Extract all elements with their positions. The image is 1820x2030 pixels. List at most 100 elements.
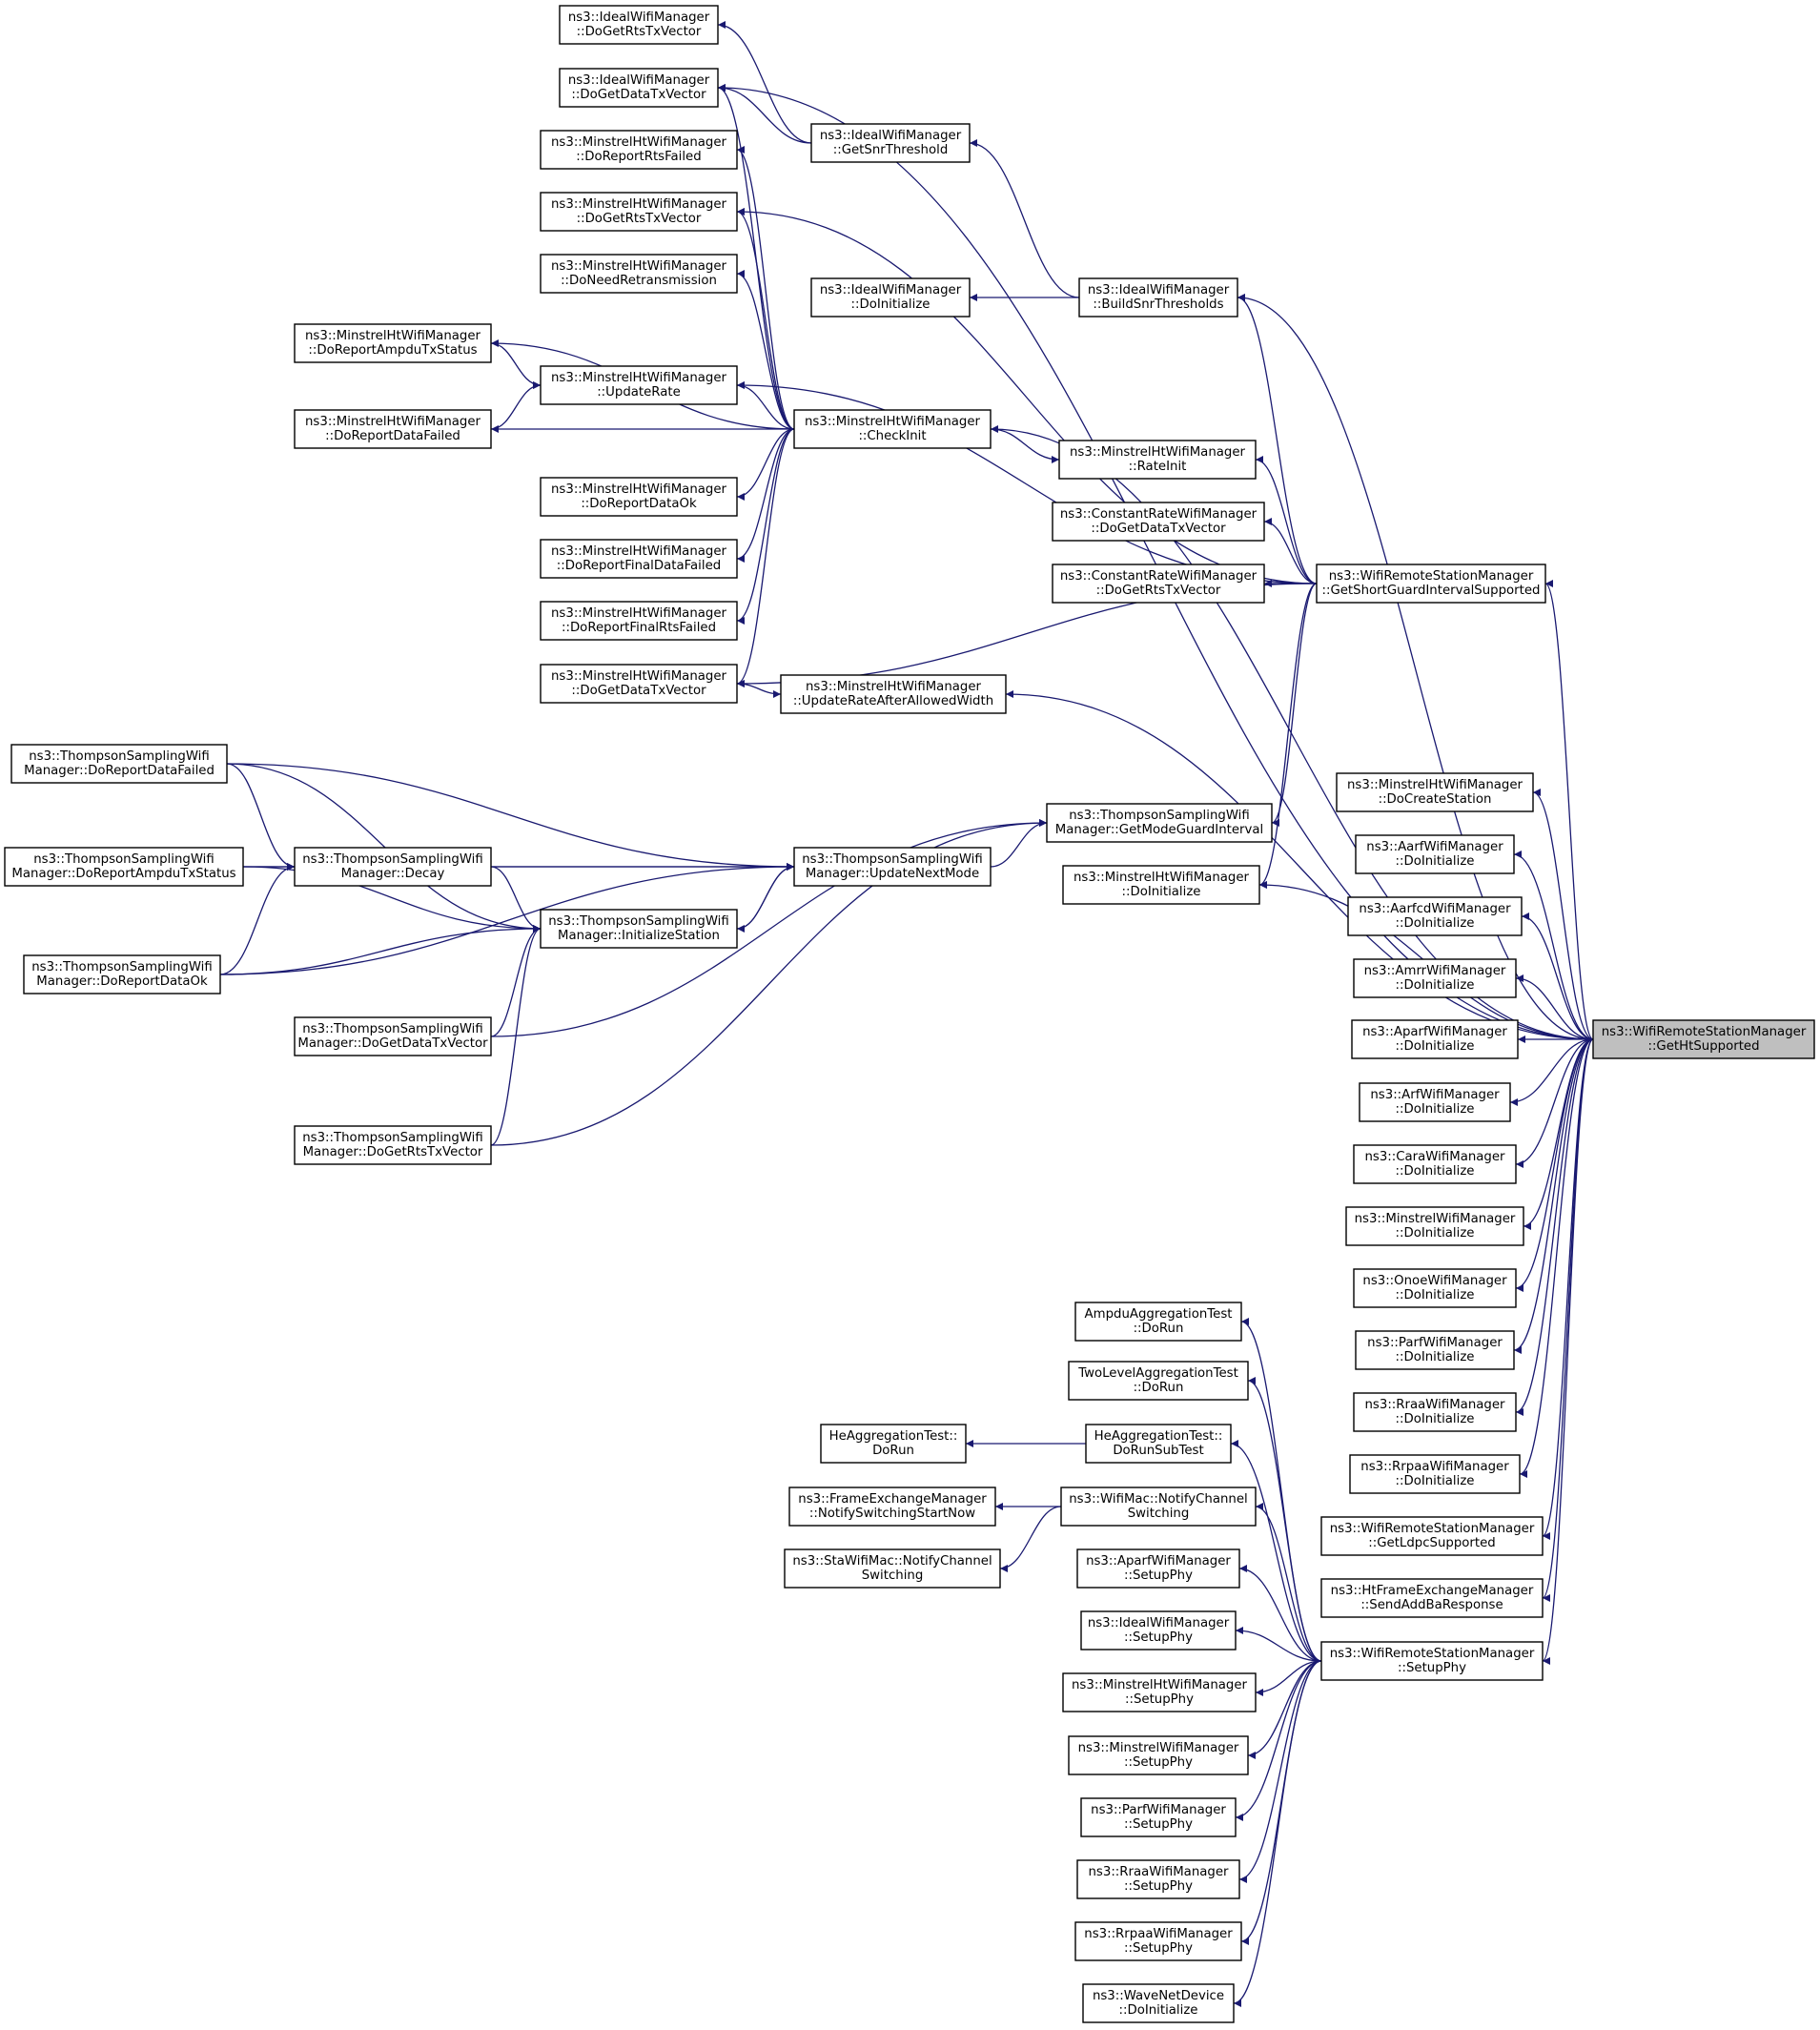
node-ideal-build[interactable]: ns3::IdealWifiManager::BuildSnrThreshold… [1078, 277, 1238, 318]
node-sgi[interactable]: ns3::WifiRemoteStationManager::GetShortG… [1316, 564, 1546, 604]
node-aparf-setup[interactable]: ns3::AparfWifiManager::SetupPhy [1076, 1548, 1240, 1589]
node-ts-guard[interactable]: ns3::ThompsonSamplingWifiManager::GetMod… [1046, 803, 1273, 843]
node-label-line: ::DoCreateStation [1379, 792, 1492, 807]
node-ideal-snr[interactable]: ns3::IdealWifiManager::GetSnrThreshold [810, 123, 971, 163]
node-he-subtest[interactable]: HeAggregationTest::DoRunSubTest [1085, 1424, 1232, 1464]
node-parf-setup[interactable]: ns3::ParfWifiManager::SetupPhy [1080, 1797, 1237, 1837]
node-mht-check[interactable]: ns3::MinstrelHtWifiManager::CheckInit [793, 409, 992, 449]
node-root[interactable]: ns3::WifiRemoteStationManager::GetHtSupp… [1592, 1019, 1815, 1059]
node-box [540, 539, 738, 579]
node-label-line: HeAggregationTest:: [1094, 1429, 1223, 1444]
node-minstrel-init[interactable]: ns3::MinstrelWifiManager::DoInitialize [1345, 1206, 1524, 1246]
node-ldpc[interactable]: ns3::WifiRemoteStationManager::GetLdpcSu… [1320, 1516, 1544, 1556]
node-ideal-data[interactable]: ns3::IdealWifiManager::DoGetDataTxVector [559, 68, 719, 108]
node-mht-data-failed[interactable]: ns3::MinstrelHtWifiManager::DoReportData… [294, 409, 492, 449]
node-label-line: ::DoGetDataTxVector [571, 88, 706, 102]
node-mht-data-tx[interactable]: ns3::MinstrelHtWifiManager::DoGetDataTxV… [540, 664, 738, 704]
node-amrr-init[interactable]: ns3::AmrrWifiManager::DoInitialize [1353, 958, 1517, 998]
node-aarf-init[interactable]: ns3::AarfWifiManager::DoInitialize [1355, 834, 1515, 874]
node-mht-setup[interactable]: ns3::MinstrelHtWifiManager::SetupPhy [1062, 1672, 1257, 1712]
node-box [780, 674, 1007, 714]
node-aparf-init[interactable]: ns3::AparfWifiManager::DoInitialize [1351, 1019, 1519, 1059]
node-arf-init[interactable]: ns3::ArfWifiManager::DoInitialize [1359, 1082, 1511, 1122]
node-wave-init[interactable]: ns3::WaveNetDevice::DoInitialize [1082, 1983, 1235, 2023]
node-const-rts[interactable]: ns3::ConstantRateWifiManager::DoGetRtsTx… [1052, 564, 1265, 604]
node-aarfcd-init[interactable]: ns3::AarfcdWifiManager::DoInitialize [1347, 896, 1523, 936]
node-label-line: ::DoInitialize [1119, 2003, 1198, 2018]
edge-ts-initst-to-ts-rts-tx [490, 925, 542, 1146]
edge-parf-init-to-root [1513, 1038, 1594, 1354]
node-mht-final-rts[interactable]: ns3::MinstrelHtWifiManager::DoReportFina… [540, 601, 738, 641]
node-mht-create[interactable]: ns3::MinstrelHtWifiManager::DoCreateStat… [1336, 772, 1534, 812]
node-box [540, 664, 738, 704]
node-box [1076, 1859, 1240, 1899]
edge-line [226, 763, 296, 871]
node-box [540, 130, 738, 170]
node-mht-final-data[interactable]: ns3::MinstrelHtWifiManager::DoReportFina… [540, 539, 738, 579]
node-box [1336, 772, 1534, 812]
node-label-line: Manager::GetModeGuardInterval [1055, 823, 1263, 837]
node-ts-initst[interactable]: ns3::ThompsonSamplingWifiManager::Initia… [540, 909, 738, 949]
node-mht-data-ok[interactable]: ns3::MinstrelHtWifiManager::DoReportData… [540, 477, 738, 517]
node-label-line: ns3::MinstrelHtWifiManager [551, 371, 727, 385]
edge-ts-initst-to-ts-decay [490, 866, 542, 933]
node-box [559, 68, 719, 108]
node-minstrel-setup[interactable]: ns3::MinstrelWifiManager::SetupPhy [1068, 1735, 1249, 1775]
node-ts-data-tx[interactable]: ns3::ThompsonSamplingWifiManager::DoGetD… [294, 1016, 492, 1056]
edge-line [490, 925, 542, 1146]
node-ts-rts-tx[interactable]: ns3::ThompsonSamplingWifiManager::DoGetR… [294, 1125, 492, 1165]
node-addba[interactable]: ns3::HtFrameExchangeManager::SendAddBaRe… [1320, 1578, 1544, 1618]
edge-line [1247, 1660, 1322, 1759]
node-label-line: Manager::DoReportDataFailed [24, 764, 215, 778]
node-box [559, 5, 719, 45]
node-rraa-setup[interactable]: ns3::RraaWifiManager::SetupPhy [1076, 1859, 1240, 1899]
edge-line [1532, 789, 1594, 1040]
node-cara-init[interactable]: ns3::CaraWifiManager::DoInitialize [1353, 1144, 1517, 1184]
edge-ts-update-to-ts-data-ok [219, 863, 795, 975]
node-ideal-init[interactable]: ns3::IdealWifiManager::DoInitialize [810, 277, 971, 318]
node-ts-data-failed[interactable]: ns3::ThompsonSamplingWifiManager::DoRepo… [10, 744, 228, 784]
node-parf-init[interactable]: ns3::ParfWifiManager::DoInitialize [1355, 1330, 1515, 1370]
node-ideal-rts[interactable]: ns3::IdealWifiManager::DoGetRtsTxVector [559, 5, 719, 45]
node-label-line: ::RateInit [1129, 460, 1187, 474]
edge-ts-guard-to-ts-data-tx [490, 819, 1048, 1037]
node-box [540, 365, 738, 405]
node-rraa-init[interactable]: ns3::RraaWifiManager::DoInitialize [1353, 1392, 1517, 1432]
node-mht-ampdu[interactable]: ns3::MinstrelHtWifiManager::DoReportAmpd… [294, 323, 492, 363]
node-mht-rateinit[interactable]: ns3::MinstrelHtWifiManager::RateInit [1058, 440, 1257, 480]
node-fem-notify[interactable]: ns3::FrameExchangeManager::NotifySwitchi… [788, 1487, 996, 1527]
edge-line [736, 428, 795, 563]
node-he-dorun[interactable]: HeAggregationTest::DoRun [820, 1424, 967, 1464]
node-rrpaa-setup[interactable]: ns3::RrpaaWifiManager::SetupPhy [1074, 1921, 1242, 1961]
node-label-line: Manager::Decay [341, 867, 445, 881]
node-mht-update-aw[interactable]: ns3::MinstrelHtWifiManager::UpdateRateAf… [780, 674, 1007, 714]
node-onoe-init[interactable]: ns3::OnoeWifiManager::DoInitialize [1353, 1268, 1517, 1308]
node-box [1353, 1392, 1517, 1432]
node-ts-data-ok[interactable]: ns3::ThompsonSamplingWifiManager::DoRepo… [23, 954, 221, 994]
node-ideal-setup[interactable]: ns3::IdealWifiManager::SetupPhy [1080, 1610, 1237, 1651]
node-mht-need[interactable]: ns3::MinstrelHtWifiManager::DoNeedRetran… [540, 254, 738, 294]
node-box [1345, 1206, 1524, 1246]
node-box [540, 909, 738, 949]
edge-line [1544, 580, 1594, 1040]
edge-wave-init-to-setupphy [1233, 1660, 1322, 2007]
node-ts-ampdu[interactable]: ns3::ThompsonSamplingWifiManager::DoRepo… [4, 847, 244, 887]
node-mht-rts-tx[interactable]: ns3::MinstrelHtWifiManager::DoGetRtsTxVe… [540, 192, 738, 232]
node-twolevel-test[interactable]: TwoLevelAggregationTest::DoRun [1068, 1361, 1249, 1401]
node-ts-update[interactable]: ns3::ThompsonSamplingWifiManager::Update… [793, 847, 992, 887]
node-const-data[interactable]: ns3::ConstantRateWifiManager::DoGetDataT… [1052, 502, 1265, 542]
edge-setupphy-to-root [1542, 1038, 1594, 1665]
node-setupphy[interactable]: ns3::WifiRemoteStationManager::SetupPhy [1320, 1641, 1544, 1681]
node-ampdu-test[interactable]: AmpduAggregationTest::DoRun [1074, 1302, 1242, 1342]
node-mht-update[interactable]: ns3::MinstrelHtWifiManager::UpdateRate [540, 365, 738, 405]
node-rrpaa-init[interactable]: ns3::RrpaaWifiManager::DoInitialize [1349, 1454, 1521, 1494]
node-label-line: ::DoInitialize [1396, 1226, 1475, 1241]
edge-ideal-snr-to-ideal-build [969, 139, 1080, 298]
node-mht-doinit[interactable]: ns3::MinstrelHtWifiManager::DoInitialize [1062, 865, 1260, 905]
node-label-line: ::SetupPhy [1124, 1755, 1193, 1770]
edge-ideal-build-to-root [1237, 294, 1594, 1040]
node-mht-rep-rts[interactable]: ns3::MinstrelHtWifiManager::DoReportRtsF… [540, 130, 738, 170]
